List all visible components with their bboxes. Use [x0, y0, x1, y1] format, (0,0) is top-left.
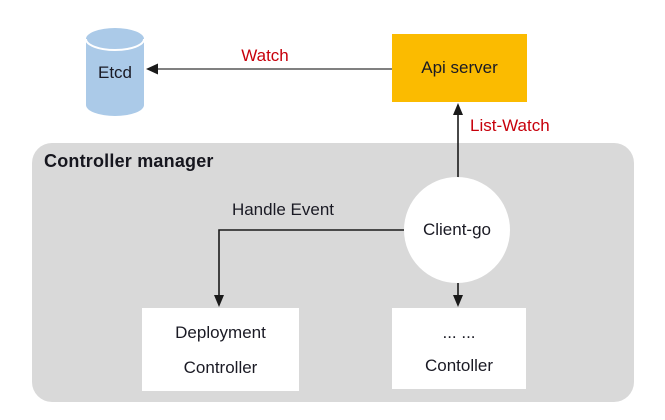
- list-watch-arrowhead: [453, 103, 463, 115]
- etcd-label: Etcd: [97, 63, 133, 82]
- deployment-controller-label-line1: Deployment: [175, 322, 266, 342]
- etcd-cylinder-lid-arc: [86, 38, 144, 51]
- watch-edge-label: Watch: [241, 46, 289, 65]
- deployment-controller-node: Deployment Controller: [142, 308, 299, 391]
- other-controller-node: ... ... Contoller: [392, 308, 526, 389]
- controller-manager-title: Controller manager: [44, 151, 214, 171]
- etcd-cylinder: [86, 28, 144, 116]
- other-controller-label-line1: ... ...: [442, 322, 476, 342]
- watch-arrowhead: [146, 63, 158, 75]
- api-server-node: Api server: [392, 34, 527, 102]
- handle-event-edge-label: Handle Event: [231, 200, 335, 219]
- deployment-controller-label-line2: Controller: [183, 357, 258, 377]
- client-go-node: Client-go: [404, 177, 510, 283]
- other-controller-label-line2: Contoller: [424, 355, 494, 375]
- client-go-label: Client-go: [422, 220, 492, 239]
- etcd-cylinder-body: [86, 28, 144, 116]
- api-server-label: Api server: [421, 58, 498, 77]
- etcd-node: Etcd: [86, 28, 144, 116]
- controller-manager-container: [32, 143, 634, 402]
- list-watch-edge-label: List-Watch: [470, 116, 550, 135]
